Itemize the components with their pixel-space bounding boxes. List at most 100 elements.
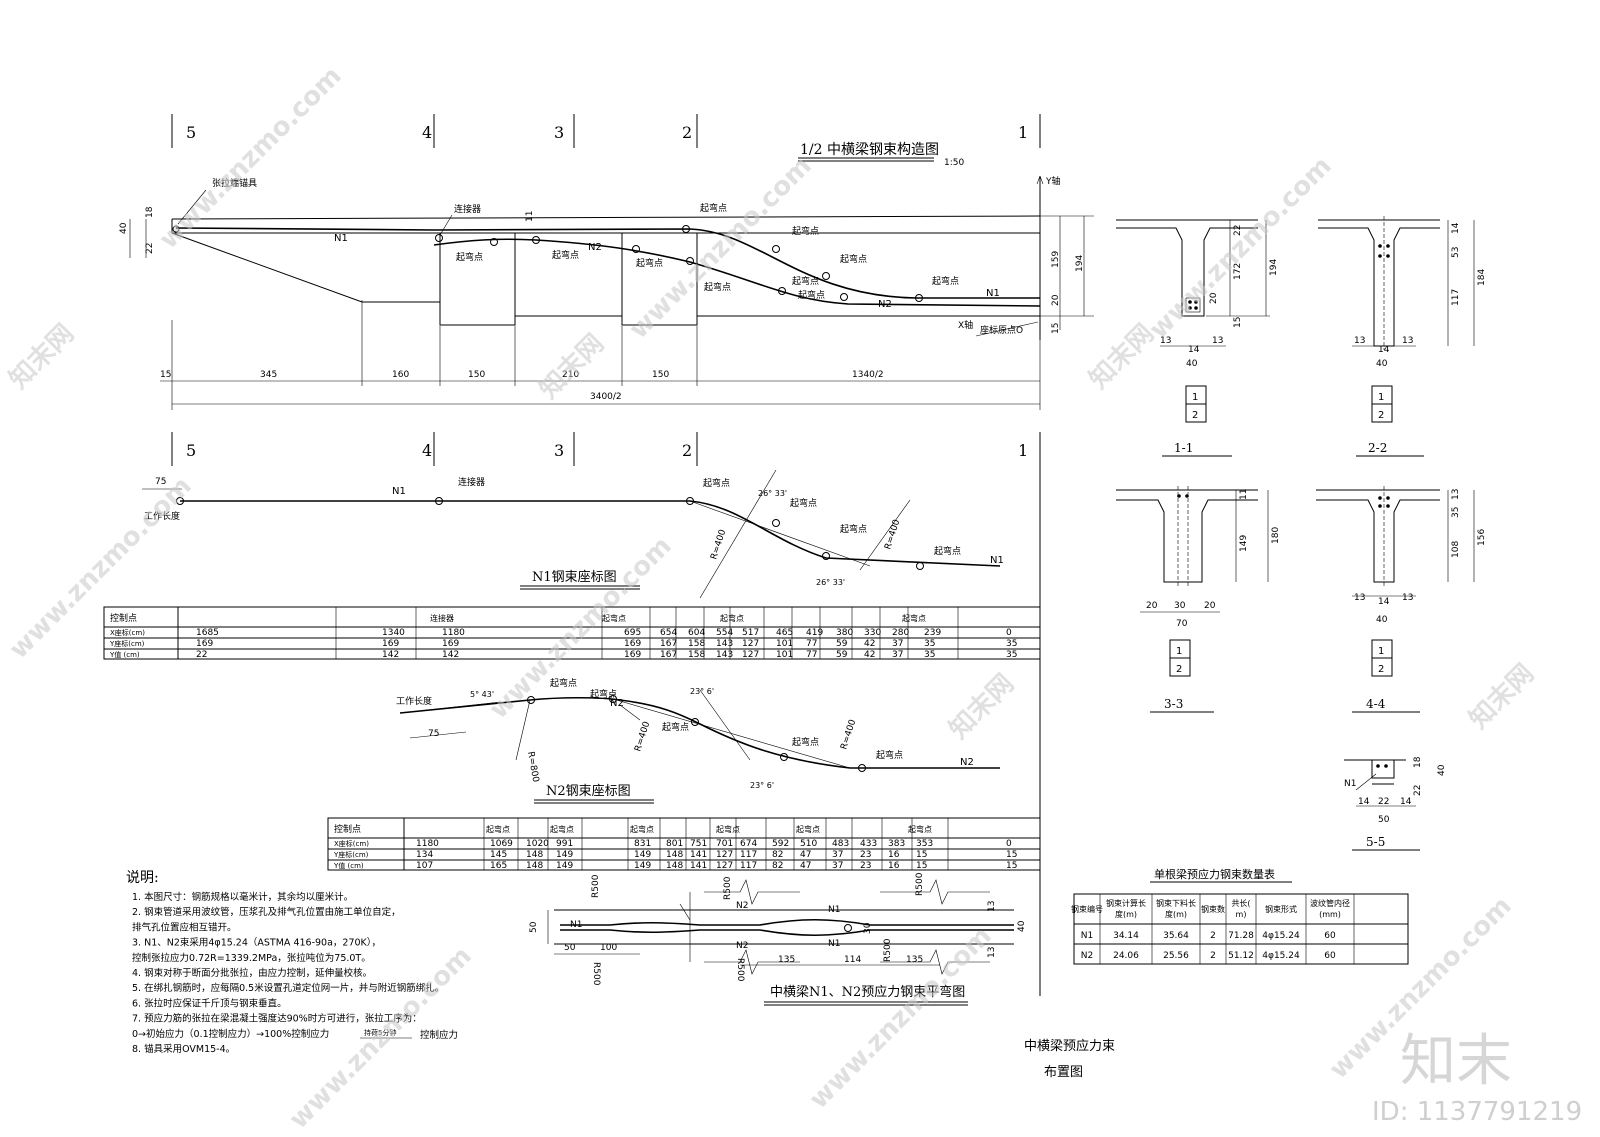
s55-dim-18: 18 [1413, 756, 1423, 768]
qty-cell: 34.14 [1113, 931, 1139, 941]
n1-cell: 239 [924, 628, 941, 638]
qty-header: 钢束形式 [1265, 904, 1297, 914]
bend-label-e8: 起弯点 [792, 275, 819, 287]
s55-dim-14b: 14 [1400, 797, 1412, 807]
plan-dim-30: 30 [863, 922, 873, 934]
n2-work-length: 工作长度 [396, 695, 432, 707]
qty-cell: 2 [1210, 951, 1216, 961]
n2-cell: 148 [666, 850, 683, 860]
n2-angle-3: 23° 6' [750, 781, 774, 790]
n1-cell: 1685 [196, 628, 219, 638]
watermark-12: www.znzmo.com [804, 921, 998, 1115]
dim-left-18: 18 [145, 206, 155, 218]
s55-dim-22b: 22 [1378, 797, 1389, 807]
n1-control-label: 起弯点 [902, 613, 926, 623]
main-title: 1/2 中横梁钢束构造图 [800, 142, 939, 158]
n1-plot-title: N1钢束座标图 [532, 570, 617, 585]
n1-cell: 169 [624, 639, 641, 649]
n2-control-label: 起弯点 [908, 824, 932, 834]
n2-r400b: R=400 [839, 718, 858, 751]
section-mark-2: 2 [682, 123, 692, 142]
section-marks-top: 5 4 3 2 1 [171, 114, 1041, 148]
s11-dim-15: 15 [1233, 317, 1243, 328]
plan-dim-13b: 13 [987, 947, 997, 958]
s55-dim-50: 50 [1378, 815, 1390, 825]
s33-title: 3-3 [1164, 697, 1183, 711]
n1-angle-bottom: 26° 33' [816, 578, 845, 587]
n2-control-label: 起弯点 [630, 824, 654, 834]
plan-view: N1 N2 N2 N1 N1 R500 R500 R500 R500 R500 … [529, 872, 1027, 1006]
plan-dim-135b: 135 [906, 955, 923, 965]
dim-right-159: 159 [1051, 251, 1061, 268]
s11-dim-13b: 13 [1212, 336, 1223, 346]
plan-r500-2: R500 [591, 962, 601, 986]
plan-r500-4: R500 [735, 958, 745, 982]
dim-bottom-1340: 1340/2 [852, 370, 884, 380]
s44-title: 4-4 [1366, 697, 1386, 711]
n2-cell: 149 [556, 861, 573, 871]
n1-cell: 77 [806, 639, 817, 649]
n2-cell: 15 [916, 850, 927, 860]
n1-cell: 169 [624, 650, 641, 660]
n2-plot-label: N2 [610, 698, 624, 709]
n2-angle-1: 5° 43' [470, 690, 494, 699]
n2-cell: 23 [860, 850, 871, 860]
n2-cell: 149 [634, 861, 651, 871]
n2-cell: 991 [556, 839, 573, 849]
n1-row-header: Y座标(cm) [109, 639, 145, 648]
s11-dim-40: 40 [1186, 359, 1198, 369]
qty-cell: 60 [1324, 951, 1336, 961]
dim-total: 3400/2 [590, 392, 622, 402]
qty-cell: 60 [1324, 931, 1336, 941]
dim-right-15: 15 [1051, 323, 1061, 334]
dim-left-40: 40 [119, 222, 129, 234]
n1-cell: 465 [776, 628, 793, 638]
n2-cell: 37 [832, 861, 843, 871]
note-line: 7. 预应力筋的张拉在梁混凝土强度达90%时方可进行，张拉工序为： [132, 1013, 422, 1025]
s33-dim-149: 149 [1239, 535, 1249, 552]
s22-dim-184: 184 [1477, 269, 1487, 286]
s22-box-1: 1 [1378, 392, 1384, 403]
connector-label: 连接器 [454, 203, 481, 215]
qty-header: 钢束数 [1201, 904, 1225, 914]
n1-cell: 158 [688, 650, 705, 660]
section-5-5: N1 18 22 40 14 22 14 50 5-5 [1344, 756, 1447, 851]
plan-dim-50b: 50 [564, 943, 576, 953]
s33-dim-20b: 20 [1204, 601, 1216, 611]
n2-cell: 82 [772, 861, 783, 871]
plan-n2-label-1: N2 [736, 901, 748, 911]
plan-r500-1: R500 [591, 874, 601, 898]
n2-cell: 751 [690, 839, 707, 849]
n2-cell: 148 [666, 861, 683, 871]
n1-cell: 35 [1006, 639, 1017, 649]
bend-label-e6: 起弯点 [704, 281, 731, 293]
n2-cell: 701 [716, 839, 733, 849]
qty-header: 钢束计算长度(m) [1106, 898, 1146, 919]
n2-plot-title: N2钢束座标图 [546, 784, 631, 799]
n1-cell: 0 [1006, 628, 1012, 638]
drawing-title-2: 布置图 [1044, 1065, 1083, 1080]
n1-label-right: N1 [986, 288, 1000, 299]
n1-cell: 419 [806, 628, 823, 638]
brand-logo: 知末 [1400, 1029, 1512, 1094]
quantity-table: 单根梁预应力钢束数量表 钢束编号钢束计算长度(m)钢束下料长度(m)钢束数共长(… [1071, 867, 1409, 965]
n1-cell: 35 [924, 650, 935, 660]
n2-cell: 107 [416, 861, 433, 871]
plan-dim-135a: 135 [778, 955, 795, 965]
s22-dim-13b: 13 [1402, 336, 1413, 346]
plan-dim-100: 100 [600, 943, 617, 953]
s22-dim-40: 40 [1376, 359, 1388, 369]
n2-control-label: 起弯点 [716, 824, 740, 834]
n2-control-label: 起弯点 [550, 824, 574, 834]
s44-dim-14: 14 [1378, 597, 1390, 607]
n2-cell: 127 [716, 850, 733, 860]
qty-title: 单根梁预应力钢束数量表 [1154, 867, 1275, 881]
section-mark-3: 3 [554, 123, 564, 142]
n2-bend-2: 起弯点 [590, 688, 617, 700]
n1-cell: 101 [776, 639, 793, 649]
n1-cell: 280 [892, 628, 909, 638]
n2-row-header: 控制点 [334, 823, 361, 835]
n1-cell: 167 [660, 650, 677, 660]
plan-n2-label-2: N2 [736, 941, 748, 951]
plan-dim-50: 50 [529, 921, 539, 933]
